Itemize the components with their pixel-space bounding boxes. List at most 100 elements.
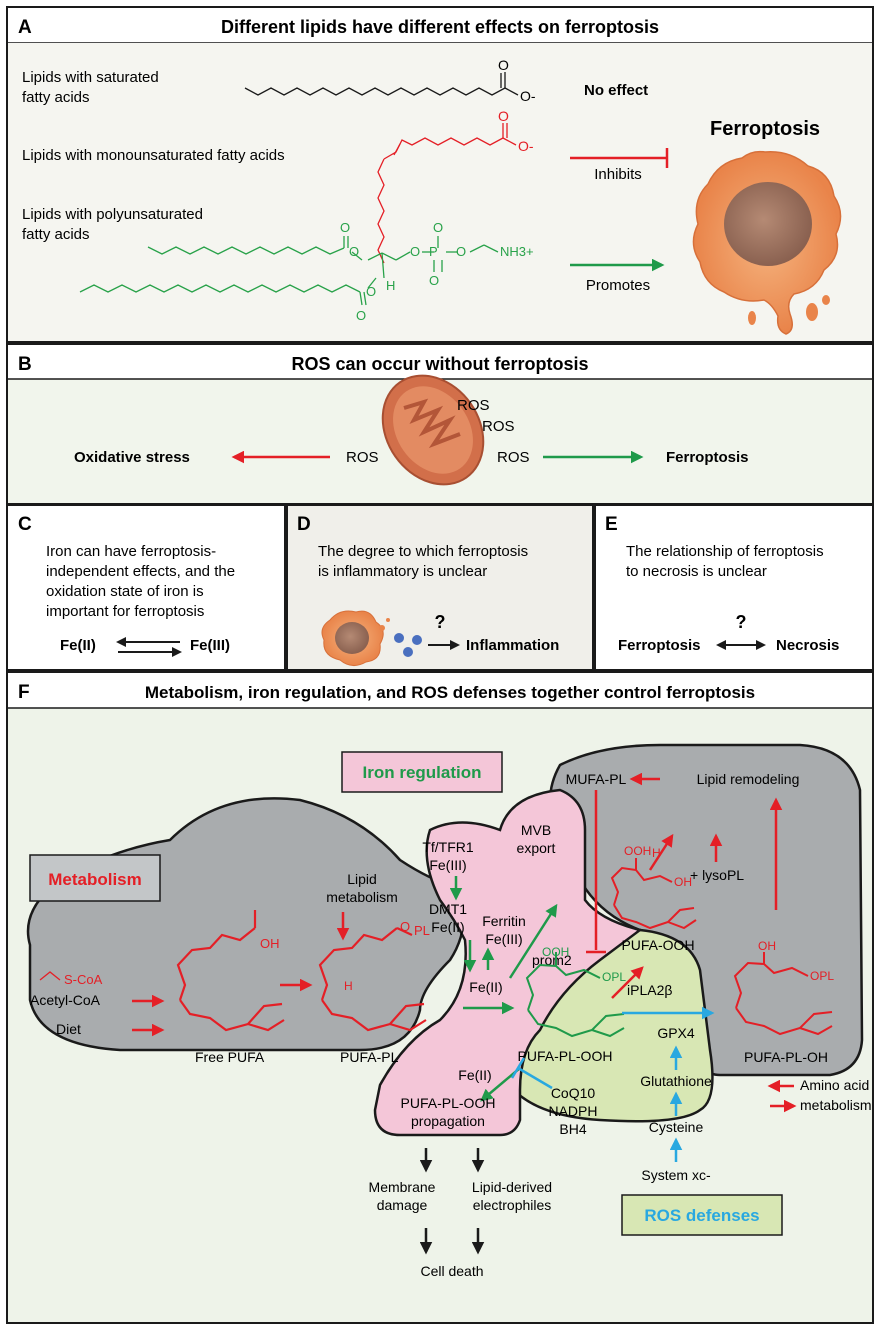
mitochondrion-image	[381, 374, 485, 486]
poly-oxygen-4: O	[433, 220, 443, 235]
ros-defenses-label-box	[621, 1194, 783, 1236]
panel-a-header	[8, 8, 872, 42]
saturated-label-2: fatty acids	[22, 89, 90, 106]
ferritin-label-1: Ferritin	[482, 913, 526, 929]
lysopl-label: + lysoPL	[690, 867, 744, 883]
dot-3	[412, 635, 422, 645]
no-effect-label: No effect	[584, 82, 648, 99]
free-pufa-structure	[176, 910, 285, 1032]
dot-2	[403, 647, 413, 657]
poly-oxygen-6: O	[456, 244, 466, 259]
membrane-damage-1: Membrane	[369, 1179, 436, 1195]
mono-ominus-label: O-	[518, 138, 534, 154]
poly-oxygen-7: O	[366, 284, 376, 299]
ros-defenses-label: ROS defenses	[644, 1206, 759, 1225]
ros-right-label: ROS	[497, 449, 530, 466]
pufa-ooh-h: H	[652, 846, 661, 860]
pufa-pl-ooh-opl: OPL	[602, 970, 626, 984]
ipla2b-arrow	[611, 966, 644, 999]
dmt1-label-1: DMT1	[429, 901, 467, 917]
small-ferroptotic-cell-image	[321, 610, 390, 666]
iron-regulation-label-box	[341, 751, 503, 793]
ros-left-label: ROS	[346, 449, 379, 466]
lipid-metabolism-1: Lipid	[347, 871, 377, 887]
panel-d: D The degree to which ferroptosis is inf…	[286, 504, 594, 671]
poly-nh3: NH3+	[500, 244, 534, 259]
panel-e: E The relationship of ferroptosis to nec…	[594, 504, 874, 671]
nadph-label: NADPH	[548, 1103, 597, 1119]
poly-hydrogen: H	[386, 278, 395, 293]
oxidative-stress-label: Oxidative stress	[74, 449, 190, 466]
cell-death-label: Cell death	[420, 1263, 483, 1279]
panel-a-letter: A	[18, 17, 32, 38]
metabolism-label-box	[29, 854, 161, 902]
coq10-label: CoQ10	[551, 1085, 596, 1101]
fe2-to-mvb-arrow	[508, 903, 558, 979]
mono-oxygen-label: O	[498, 108, 509, 124]
promotes-label: Promotes	[586, 277, 650, 294]
bh4-label: BH4	[559, 1121, 586, 1137]
panel-d-text-1: The degree to which ferroptosis	[318, 543, 528, 560]
dmt1-label-2: Fe(II)	[431, 919, 464, 935]
ferroptosis-b-label: Ferroptosis	[666, 449, 749, 466]
mufa-pl-label: MUFA-PL	[566, 771, 627, 787]
panel-d-text-2: is inflammatory is unclear	[318, 563, 487, 580]
free-pufa-label: Free PUFA	[195, 1049, 265, 1065]
necrosis-label: Necrosis	[776, 637, 839, 654]
ros-top-label: ROS	[457, 397, 490, 414]
panel-b-letter: B	[18, 354, 32, 375]
panel-a: A Different lipids have different effect…	[6, 6, 874, 343]
pufa-pl-oh-label: PUFA-PL-OH	[744, 1049, 828, 1065]
system-xc-label: System xc-	[641, 1167, 711, 1183]
panel-c-text-2: independent effects, and the	[46, 563, 235, 580]
poly-label-2: fatty acids	[22, 226, 90, 243]
ipla2b-label: iPLA2β	[627, 982, 672, 998]
amino-acid-label-1: Amino acid	[800, 1077, 869, 1093]
panel-f: F Metabolism, iron regulation, and ROS d…	[6, 671, 874, 1324]
pufa-pl-oh-structure	[733, 952, 833, 1036]
pufa-ooh-to-remodeling-arrow	[648, 833, 674, 871]
pufa-pl-pl: PL	[414, 923, 430, 938]
pufa-pl-label: PUFA-PL	[340, 1049, 399, 1065]
panel-c: C Iron can have ferroptosis- independent…	[6, 504, 286, 671]
monounsaturated-fatty-acid-structure	[377, 123, 517, 264]
panel-c-text-1: Iron can have ferroptosis-	[46, 543, 216, 560]
metabolism-label: Metabolism	[48, 870, 142, 889]
propagation-label-1: PUFA-PL-OOH	[401, 1095, 496, 1111]
iron-regulation-label: Iron regulation	[363, 763, 482, 782]
electrophiles-1: Lipid-derived	[472, 1179, 552, 1195]
panel-f-letter: F	[18, 682, 30, 703]
saturated-fatty-acid-structure	[244, 87, 506, 96]
lipid-remodeling-label: Lipid remodeling	[697, 771, 800, 787]
panel-e-text-1: The relationship of ferroptosis	[626, 543, 824, 560]
inflammation-label: Inflammation	[466, 637, 559, 654]
poly-phosphorus: P	[429, 244, 438, 259]
fe3-label: Fe(III)	[190, 637, 230, 654]
mvb-label-1: MVB	[521, 822, 551, 838]
panel-e-text-2: to necrosis is unclear	[626, 563, 767, 580]
panel-d-question: ?	[435, 612, 446, 632]
gpx4-label: GPX4	[657, 1025, 695, 1041]
panel-d-letter: D	[297, 514, 311, 535]
pufa-ooh-label: PUFA-OOH	[621, 937, 694, 953]
poly-label-1: Lipids with polyunsaturated	[22, 206, 203, 223]
pufa-ooh-ooh: OOH	[624, 844, 651, 858]
mvb-label-2: export	[517, 840, 556, 856]
ferritin-label-2: Fe(III)	[485, 931, 522, 947]
tf-label-1: Tf/TFR1	[422, 839, 474, 855]
lipid-metabolism-2: metabolism	[326, 889, 398, 905]
ros-middle-label: ROS	[482, 418, 515, 435]
poly-oxygen-1: O	[340, 220, 350, 235]
panel-a-title: Different lipids have different effects …	[221, 17, 659, 37]
pufa-pl-h: H	[344, 979, 353, 993]
pufa-pl-ooh-label: PUFA-PL-OOH	[518, 1048, 613, 1064]
panel-f-title: Metabolism, iron regulation, and ROS def…	[145, 683, 755, 702]
pufa-ooh-oh: OH	[674, 875, 692, 889]
panel-b: B ROS can occur without ferroptosis Oxid…	[6, 343, 874, 505]
fe2-label: Fe(II)	[60, 637, 96, 654]
poly-oxygen-5: O	[429, 273, 439, 288]
panel-e-question: ?	[736, 612, 747, 632]
scoa-label: S-CoA	[64, 972, 103, 987]
membrane-damage-2: damage	[377, 1197, 428, 1213]
